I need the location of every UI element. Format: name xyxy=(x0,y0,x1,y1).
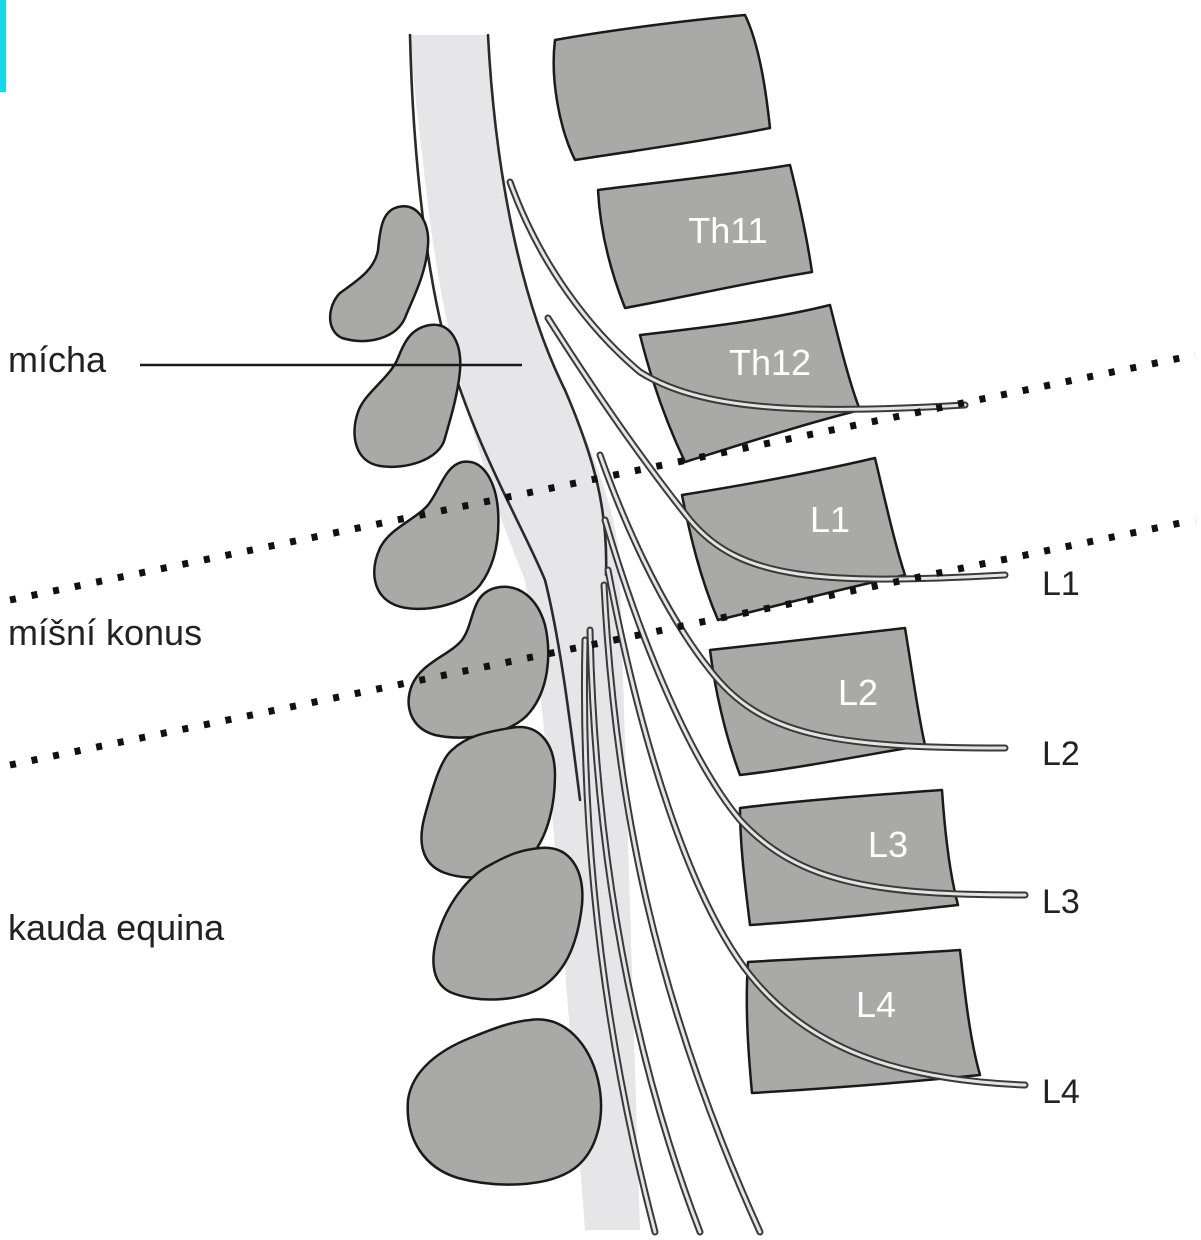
posterior-element-7 xyxy=(408,1019,601,1184)
vertebra-label-th11: Th11 xyxy=(688,210,767,251)
posterior-element-3 xyxy=(374,462,498,609)
vertebra-label-l1: L1 xyxy=(810,499,850,540)
vertebral-body-l3 xyxy=(740,790,958,925)
label-misni-konus: míšní konus xyxy=(8,612,202,653)
label-micha: mícha xyxy=(8,339,107,380)
root-label-l2: L2 xyxy=(1042,735,1080,773)
vertebra-label-l2: L2 xyxy=(838,672,878,713)
vertebral-body-th12 xyxy=(640,305,860,462)
root-label-l3: L3 xyxy=(1042,883,1080,921)
label-kauda-equina: kauda equina xyxy=(8,907,225,948)
vertebra-label-l3: L3 xyxy=(868,824,908,865)
posterior-element-1 xyxy=(330,206,428,341)
vertebral-body-l1 xyxy=(682,458,905,620)
vertebral-body-th10 xyxy=(554,15,770,160)
vertebra-label-th12: Th12 xyxy=(729,342,811,383)
posterior-element-2 xyxy=(354,325,460,467)
vertebra-label-l4: L4 xyxy=(856,984,896,1025)
root-label-l4: L4 xyxy=(1042,1073,1080,1111)
root-label-l1: L1 xyxy=(1042,565,1080,603)
